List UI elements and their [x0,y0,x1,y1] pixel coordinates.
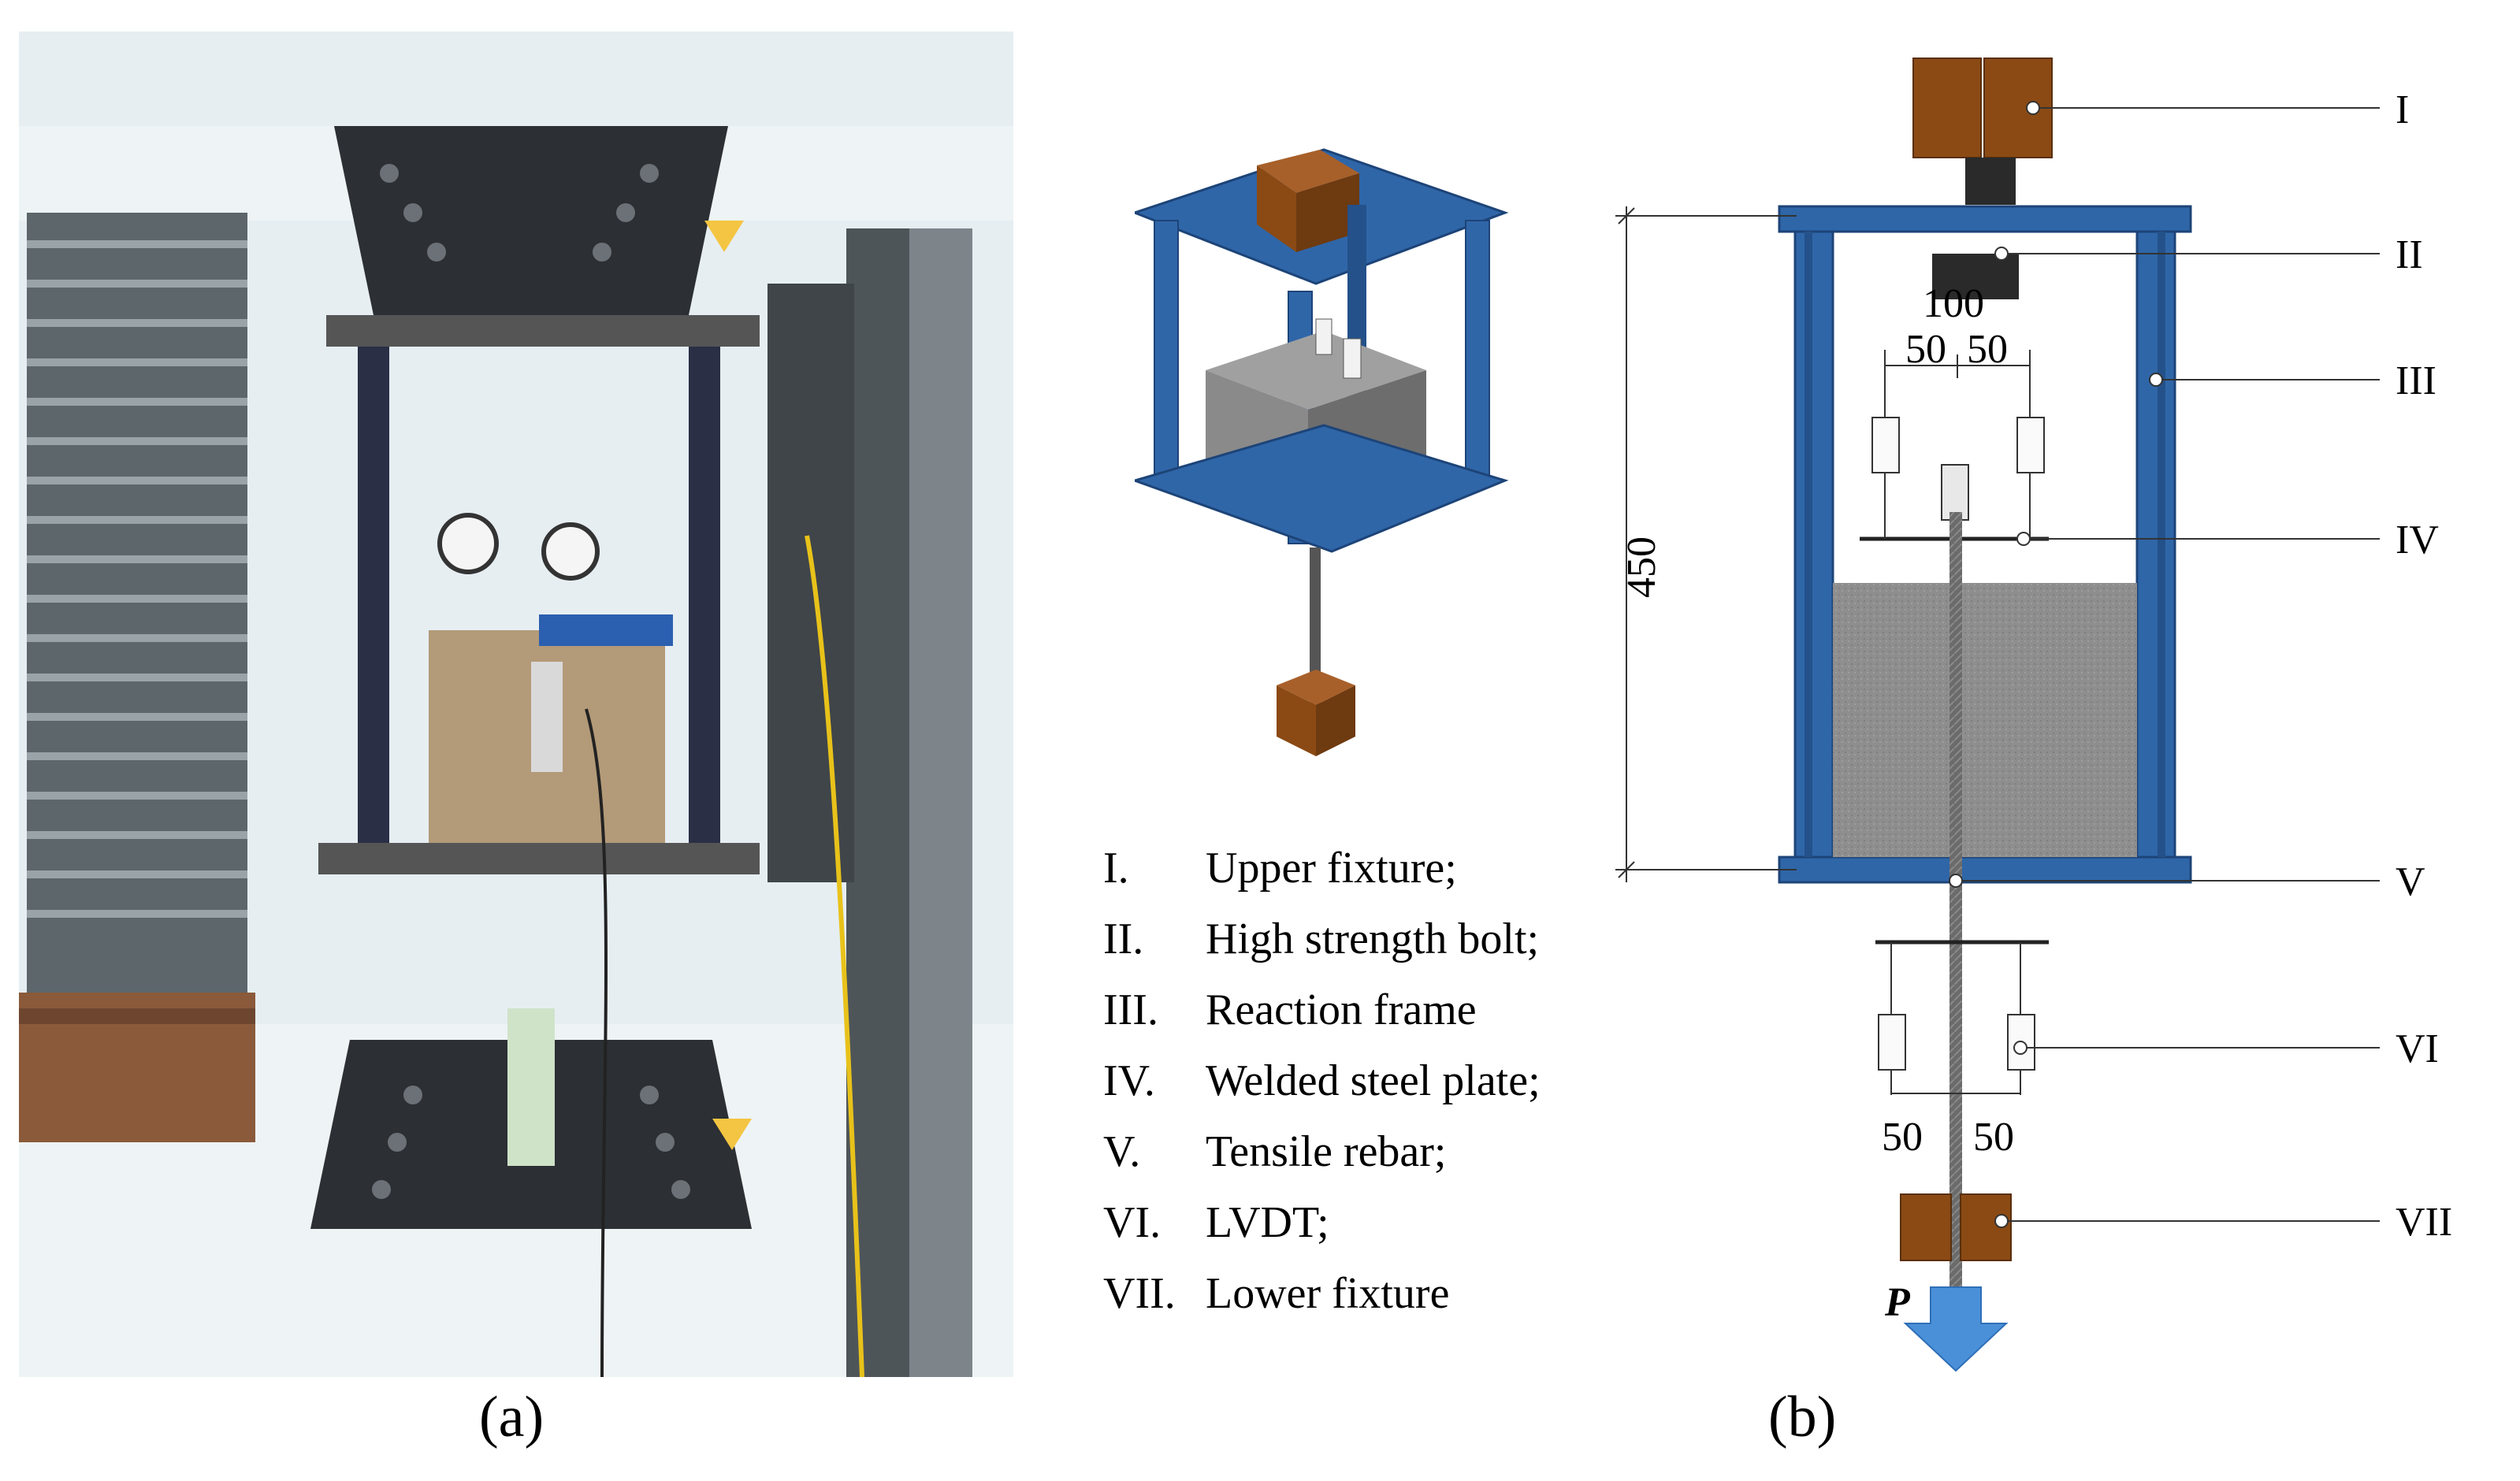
upper-spacing-dimension [1884,350,2031,418]
load-arrow [1903,1286,2009,1372]
callout-leaders [1949,101,2380,1228]
isometric-model [1135,148,1509,756]
concrete-block [1833,583,2137,857]
bolt-dimension-label: 100 [1923,281,1984,326]
iso-lower-fixture [1277,685,1316,756]
callout-VI: VI [2395,1026,2439,1071]
callout-II: II [2395,232,2423,277]
panel-a-caption: (a) [479,1385,545,1449]
lower-fixture [1900,1193,2012,1261]
top-plate [326,315,760,347]
upper-spacing-left: 50 [1905,327,1946,372]
load-label: P [1884,1280,1911,1325]
schematic-drawing: P 450 100 50 50 50 50 I II III IV V [1615,58,2452,1372]
iso-upper-fixture [1257,165,1296,252]
dial-gauge-1 [437,513,499,574]
lower-spacing-right: 50 [1973,1115,2014,1160]
height-dimension [1615,206,1797,882]
height-dimension-label: 450 [1619,536,1664,598]
callout-I: I [2395,87,2409,132]
tensile-rebar [1949,512,1962,1316]
callout-IV: IV [2395,518,2439,562]
dial-gauge-2 [541,522,600,581]
upper-lvdts [1871,417,2045,539]
callout-V: V [2395,859,2425,904]
upper-spacing-right: 50 [1967,327,2008,372]
iso-bottom-plate [1135,424,1509,553]
bottom-plate [318,843,760,874]
callout-VII: VII [2395,1200,2452,1245]
test-setup-photo [19,32,1013,1377]
lower-spacing-left: 50 [1882,1115,1923,1160]
iso-rebar [1310,547,1321,705]
upper-fixture [1912,58,2053,158]
upper-grip [334,126,728,315]
reaction-frame [1778,205,2192,884]
panel-b-caption: (b) [1768,1385,1837,1449]
high-strength-bolt [1965,158,2016,205]
callout-III: III [2395,358,2436,403]
callout-labels: I II III IV V VI VII [2395,87,2452,1245]
left-bellows-column [19,213,255,1142]
